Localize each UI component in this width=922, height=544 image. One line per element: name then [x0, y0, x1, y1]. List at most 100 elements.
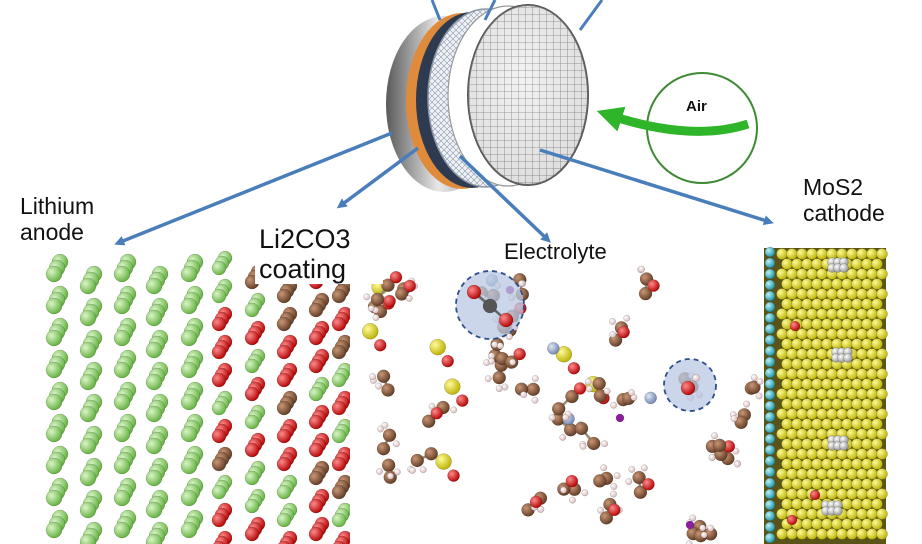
sulfur-atom [796, 488, 808, 500]
sulfur-atom [861, 478, 873, 490]
sulfur-atom [791, 478, 803, 490]
molybdenum-atom [764, 521, 776, 533]
sulfur-atom [851, 318, 863, 330]
hydrogen-atom [730, 415, 738, 423]
hydrogen-atom [743, 400, 751, 408]
hydrogen-atom [450, 406, 458, 414]
sulfur-atom [796, 428, 808, 440]
sulfur-atom [861, 438, 873, 450]
sulfur-atom [836, 388, 848, 400]
sulfur-atom [776, 448, 788, 460]
hydrogen-atom [609, 317, 616, 325]
lithium-atom [45, 265, 63, 283]
hydrogen-atom [628, 389, 635, 396]
lithium-atom [331, 512, 347, 528]
sulfur-atom [836, 328, 848, 340]
sulfur-atom [876, 508, 888, 520]
sulfur-atom [876, 528, 888, 540]
hydrogen-atom [377, 425, 384, 433]
sulfur-atom [826, 488, 838, 500]
sulfur-atom [816, 408, 828, 420]
lithium-atom [45, 489, 63, 507]
carbon-atom [638, 286, 653, 301]
sulfur-atom [876, 428, 888, 440]
sulfur-atom [801, 438, 813, 450]
sulfur-atom [851, 458, 863, 470]
oxygen-atom [441, 354, 454, 368]
sulfur-atom [876, 368, 888, 380]
sulfur-atom [851, 478, 863, 490]
lithium-atom [45, 521, 63, 539]
molybdenum-atom [764, 257, 776, 269]
carbon-atom [331, 344, 347, 360]
oxygen-atom [308, 442, 324, 458]
sulfur-atom [821, 318, 833, 330]
hydrogen-atom [609, 331, 617, 339]
sulfur-atom [846, 528, 858, 540]
sulfur-atom [801, 298, 813, 310]
oxygen-atom [456, 394, 469, 407]
sulfur-atom [846, 368, 858, 380]
sulfur-atom [801, 358, 813, 370]
sulfur-atom [846, 468, 858, 480]
air-arrow [596, 106, 750, 136]
sulfur-atom [856, 388, 868, 400]
lithium-anode-atoms [45, 253, 204, 544]
sulfur-atom [876, 448, 888, 460]
sulfur-atom [811, 398, 823, 410]
hydrogen-atom [597, 506, 604, 514]
lithium-atom [211, 260, 227, 276]
sulfur-atom [871, 478, 883, 490]
molybdenum-atom [764, 477, 776, 489]
sulfur-atom [786, 388, 798, 400]
carbon-atom [632, 470, 646, 485]
lithium-atom [145, 277, 163, 295]
sulfur-atom [791, 358, 803, 370]
oxygen-atom [529, 495, 543, 509]
sulfur-atom [821, 418, 833, 430]
lithium-atom [45, 425, 63, 443]
sulfur-atom [856, 468, 868, 480]
coating-atoms [211, 250, 353, 544]
sulfur-atom [856, 508, 868, 520]
hydrogen-atom [376, 467, 383, 475]
sulfur-atom [846, 288, 858, 300]
carbon-atom [421, 414, 436, 429]
lithium-atom [244, 358, 260, 374]
sulfur-atom [816, 308, 828, 320]
cathode-label: MoS2 cathode [803, 174, 885, 226]
sulfur-atom [841, 418, 853, 430]
sulfur-atom [856, 348, 868, 360]
sulfur-atom [791, 418, 803, 430]
adsorbate-atom [833, 506, 843, 516]
electrolyte-panel [350, 255, 764, 544]
sulfur-atom [801, 258, 813, 270]
sulfur-atom [856, 408, 868, 420]
hydrogen-atom [601, 440, 609, 448]
sulfur-atom [801, 478, 813, 490]
hydrogen-atom [419, 466, 427, 474]
sulfur-atom [851, 338, 863, 350]
carbon-atom [276, 316, 292, 332]
sulfur-atom [806, 388, 818, 400]
sulfur-atom [796, 248, 808, 260]
sulfur-atom [821, 458, 833, 470]
sulfur-atom [866, 488, 878, 500]
sulfur-atom [831, 418, 843, 430]
sulfur-atom [811, 478, 823, 490]
lithium-atom [180, 489, 198, 507]
sulfur-atom [796, 468, 808, 480]
sulfur-atom [821, 278, 833, 290]
oxygen-atom [308, 414, 324, 430]
hydrogen-atom [603, 387, 611, 395]
sulfur-atom [444, 378, 461, 395]
lithium-atom [145, 469, 163, 487]
sulfur-atom [866, 468, 878, 480]
sulfur-atom [861, 358, 873, 370]
sulfur-atom [806, 288, 818, 300]
carbon-atom [712, 438, 727, 453]
sulfur-atom [876, 328, 888, 340]
lithium-atom [180, 297, 198, 315]
lithium-atom [145, 373, 163, 391]
molybdenum-atom [764, 301, 776, 313]
